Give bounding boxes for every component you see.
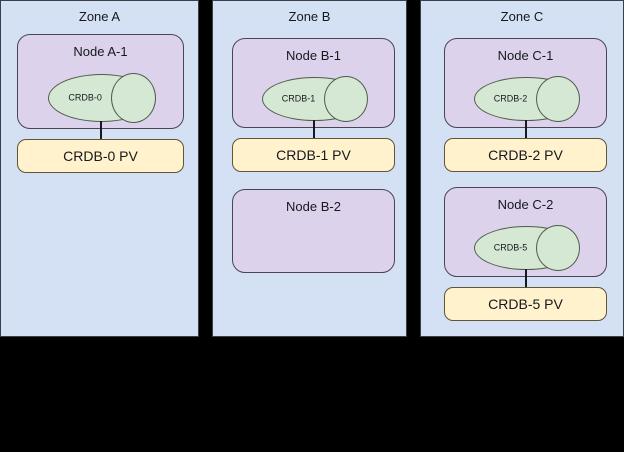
zone-panel-a[interactable]: Zone A Node A-1 CRDB-0 CRDB-0 PV [0,0,199,337]
connector-crdb-5-to-pv [525,269,527,287]
cylinder-end-cap [535,225,580,271]
node-title-c-1: Node C-1 [497,48,554,63]
zone-title-c: Zone C [500,9,544,24]
cylinder-end-cap [535,76,580,122]
pv-box-crdb-1[interactable]: CRDB-1 PV [232,138,395,172]
database-cylinder-crdb-5[interactable]: CRDB-5 [474,225,580,271]
connector-crdb-2-to-pv [525,120,527,138]
node-box-c-2[interactable]: Node C-2 CRDB-5 [444,187,607,277]
database-cylinder-crdb-0[interactable]: CRDB-0 [48,73,156,123]
database-label-crdb-2: CRDB-2 [493,93,528,104]
connector-crdb-1-to-pv [313,120,315,138]
pv-label-crdb-1: CRDB-1 PV [276,146,351,163]
database-cylinder-crdb-1[interactable]: CRDB-1 [262,76,368,122]
zone-panel-b[interactable]: Zone B Node B-1 CRDB-1 CRDB-1 PV Node B-… [212,0,407,337]
database-label-crdb-1: CRDB-1 [281,93,316,104]
node-box-b-1[interactable]: Node B-1 CRDB-1 [232,38,395,128]
zone-title-a: Zone A [78,9,121,24]
connector-crdb-0-to-pv [100,121,102,139]
pv-box-crdb-0[interactable]: CRDB-0 PV [17,139,184,173]
zone-panel-c[interactable]: Zone C Node C-1 CRDB-2 CRDB-2 PV Node C-… [420,0,624,337]
zone-title-b: Zone B [288,9,331,24]
database-cylinder-crdb-2[interactable]: CRDB-2 [474,76,580,122]
database-label-crdb-5: CRDB-5 [493,242,528,253]
node-title-a-1: Node A-1 [73,44,128,59]
pv-label-crdb-0: CRDB-0 PV [63,147,138,164]
pv-label-crdb-2: CRDB-2 PV [488,146,563,163]
node-box-b-2[interactable]: Node B-2 [232,189,395,273]
node-box-a-1[interactable]: Node A-1 CRDB-0 [17,34,184,129]
node-title-c-2: Node C-2 [497,197,554,212]
node-title-b-1: Node B-1 [286,48,341,63]
pv-box-crdb-2[interactable]: CRDB-2 PV [444,138,607,172]
pv-label-crdb-5: CRDB-5 PV [488,295,563,312]
node-box-c-1[interactable]: Node C-1 CRDB-2 [444,38,607,128]
cylinder-end-cap [323,76,368,122]
node-title-b-2: Node B-2 [286,199,341,214]
cylinder-end-cap [111,73,156,123]
database-label-crdb-0: CRDB-0 [68,92,102,103]
pv-box-crdb-5[interactable]: CRDB-5 PV [444,287,607,321]
